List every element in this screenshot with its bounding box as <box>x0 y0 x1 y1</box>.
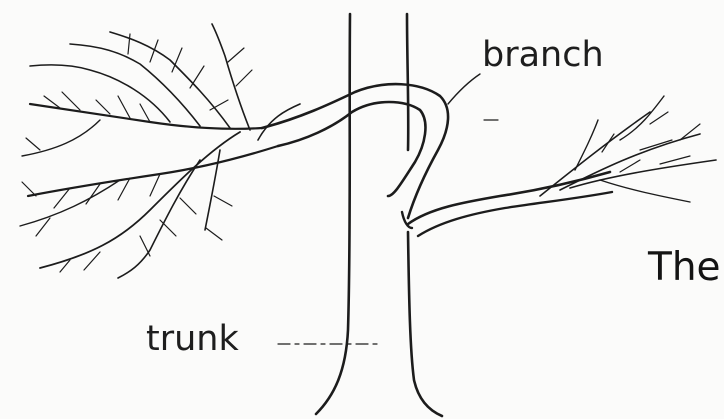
branch-label: branch <box>482 38 604 73</box>
leader-lines <box>278 74 498 344</box>
left-crown <box>20 24 300 278</box>
trunk-label: trunk <box>146 322 239 357</box>
branch-shape <box>262 84 448 228</box>
branch-leader-line <box>448 74 480 104</box>
partial-caption: The <box>648 248 721 287</box>
right-branch <box>408 96 716 236</box>
